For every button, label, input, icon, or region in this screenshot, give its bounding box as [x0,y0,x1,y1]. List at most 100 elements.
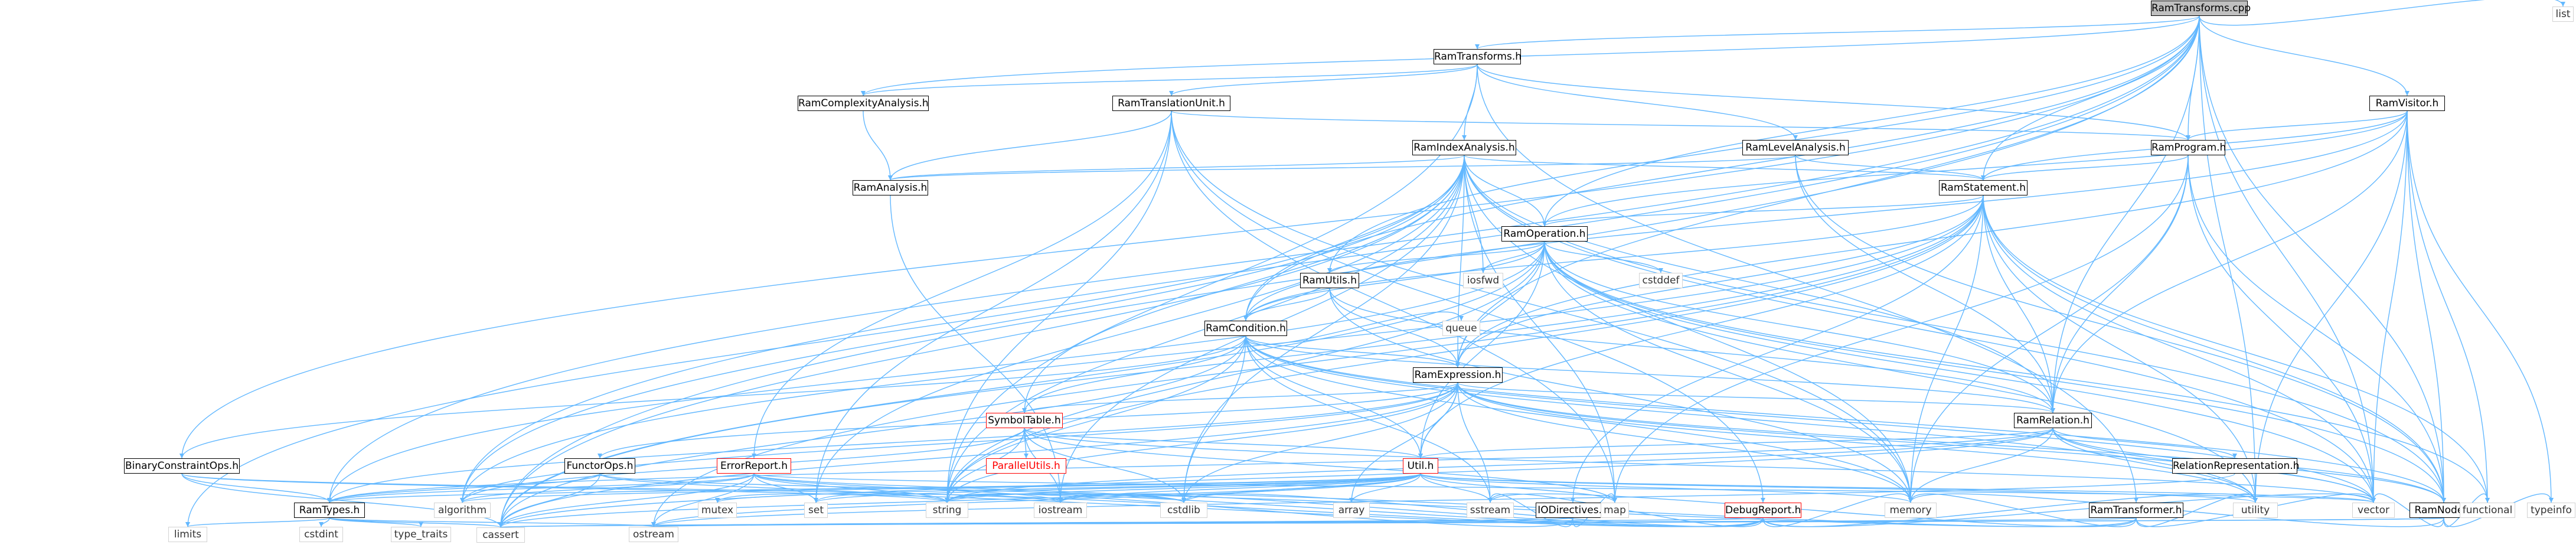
node-program[interactable]: RamProgram.h [2151,140,2226,155]
edge-index-to-node [1464,155,2444,503]
node-functor[interactable]: FunctorOps.h [564,458,635,474]
edge-statement-to-condition [1245,195,1984,321]
edge-index-to-symtab [1024,155,1465,413]
node-condition[interactable]: RamCondition.h [1204,321,1287,336]
node-utils[interactable]: RamUtils.h [1300,273,1359,288]
edge-relation-to-utility [2052,428,2256,503]
edge-tu-to-map [1171,110,1615,503]
edge-root-to-binop [181,15,2200,459]
node-list: list [2552,6,2574,22]
node-expression[interactable]: RamExpression.h [1413,367,1503,383]
edge-index-to-memory [1464,155,1911,503]
node-level[interactable]: RamLevelAnalysis.h [1742,140,1849,155]
edge-debug-to-set [815,493,1764,527]
node-index[interactable]: RamIndexAnalysis.h [1412,140,1516,155]
edge-node-to-ostream [653,517,2444,527]
edge-root-to-complexity [863,15,2200,96]
edge-root-to-visitor [2199,15,2408,96]
edge-types-to-limits [187,517,330,527]
edge-root-to-operation [1544,15,2200,227]
edge-binop-to-types [181,473,330,503]
node-vector: vector [2352,503,2395,518]
edge-arrow-rt_h-to-complexity [861,91,866,96]
node-statement[interactable]: RamStatement.h [1939,180,2028,195]
edge-util-to-vector [1420,473,2374,503]
edge-index-to-statement [1464,155,1984,181]
edge-relation-to-util [1420,428,2053,459]
edge-visitor-to-typeinfo [2407,110,2552,503]
edge-arrow-utils-to-condition [1243,316,1248,321]
node-mutex: mutex [698,503,737,518]
node-util[interactable]: Util.h [1403,458,1438,474]
node-sstream: sstream [1467,503,1514,518]
edge-util-to-memory [1420,473,1911,503]
edge-index-to-condition [1245,155,1465,321]
node-analysis[interactable]: RamAnalysis.h [853,180,928,195]
edge-error-to-ostream [653,473,755,527]
edge-arrow-types-to-limits [185,522,190,527]
edge-index-to-operation [1464,155,1545,227]
edge-rt_h-to-complexity [863,64,1478,96]
node-binop[interactable]: BinaryConstraintOps.h [124,458,240,474]
edge-arrow-node-to-functional [2485,498,2490,503]
node-root[interactable]: RamTransforms.cpp [2151,1,2251,16]
edge-level-to-analysis [890,155,1796,181]
node-transformer[interactable]: RamTransformer.h [2089,503,2183,518]
node-iodir[interactable]: IODirectives.h [1536,503,1610,518]
edge-condition-to-cassert [500,335,1246,528]
edge-operation-to-expression [1457,241,1545,368]
edge-symtab-to-vector [1024,428,2374,503]
edge-index-to-set [815,155,1465,503]
edge-statement-to-utility [1983,195,2256,503]
edge-error-to-set [753,473,817,503]
edge-arrow-node-to-typeinfo [2549,498,2554,503]
edge-operation-to-vector [1544,241,2374,503]
edge-arrow-symtab-to-parallel [1024,454,1029,458]
edge-condition-to-util [1245,335,1421,459]
edge-arrow-root-to-list [2561,2,2565,6]
edge-arrow-rt_h-to-index [1462,135,1467,140]
node-iostream: iostream [1034,503,1087,518]
edge-statement-to-memory [1910,195,1984,503]
node-relation[interactable]: RamRelation.h [2014,413,2092,428]
edge-relation-to-relrep [2052,428,2235,459]
node-tu[interactable]: RamTranslationUnit.h [1112,96,1230,111]
edge-expression-to-algorithm [462,382,1458,503]
node-rt-h[interactable]: RamTransforms.h [1434,49,1522,64]
edge-index-to-analysis [890,155,1465,181]
node-array: array [1333,503,1370,518]
edge-program-to-map [1614,155,2189,503]
edge-visitor-to-utility [2255,110,2408,503]
node-visitor[interactable]: RamVisitor.h [2369,96,2445,111]
node-operation[interactable]: RamOperation.h [1501,226,1588,242]
edge-rt_h-to-level [1477,64,1796,141]
edge-expression-to-memory [1457,382,1911,503]
edge-condition-to-symtab [1024,335,1246,413]
edge-statement-to-algorithm [462,195,1984,503]
node-symtab[interactable]: SymbolTable.h [986,413,1063,428]
node-types[interactable]: RamTypes.h [294,503,365,518]
edge-types-to-ostream [329,517,654,527]
edge-program-to-memory [1910,155,2189,503]
node-debug[interactable]: DebugReport.h [1725,503,1801,518]
edge-operation-to-relation [1544,241,2053,413]
edge-tu-to-memory [1171,110,1911,503]
node-memory: memory [1885,503,1937,518]
edge-tu-to-error [753,110,1172,459]
node-complexity[interactable]: RamComplexityAnalysis.h [798,96,929,111]
edge-arrow-expression-to-functor [598,454,602,458]
node-set: set [804,503,828,518]
node-parallel[interactable]: ParallelUtils.h [986,458,1066,474]
edge-root-to-rt_h [1477,15,2200,50]
edge-arrow-types-to-cassert [498,523,503,527]
edge-condition-to-binop [181,335,1246,459]
edge-arrow-expression-to-relation [2051,408,2055,413]
edge-statement-to-node [1983,195,2444,503]
node-relrep[interactable]: RelationRepresentation.h [2172,458,2300,474]
node-error[interactable]: ErrorReport.h [717,458,791,474]
edge-rt_h-to-tu [1171,64,1478,96]
edge-symtab-to-util [1024,428,1421,459]
edge-condition-to-string [946,335,1246,503]
edge-arrow-relation-to-util [1418,454,1423,458]
edge-error-to-iostream [753,473,1061,503]
